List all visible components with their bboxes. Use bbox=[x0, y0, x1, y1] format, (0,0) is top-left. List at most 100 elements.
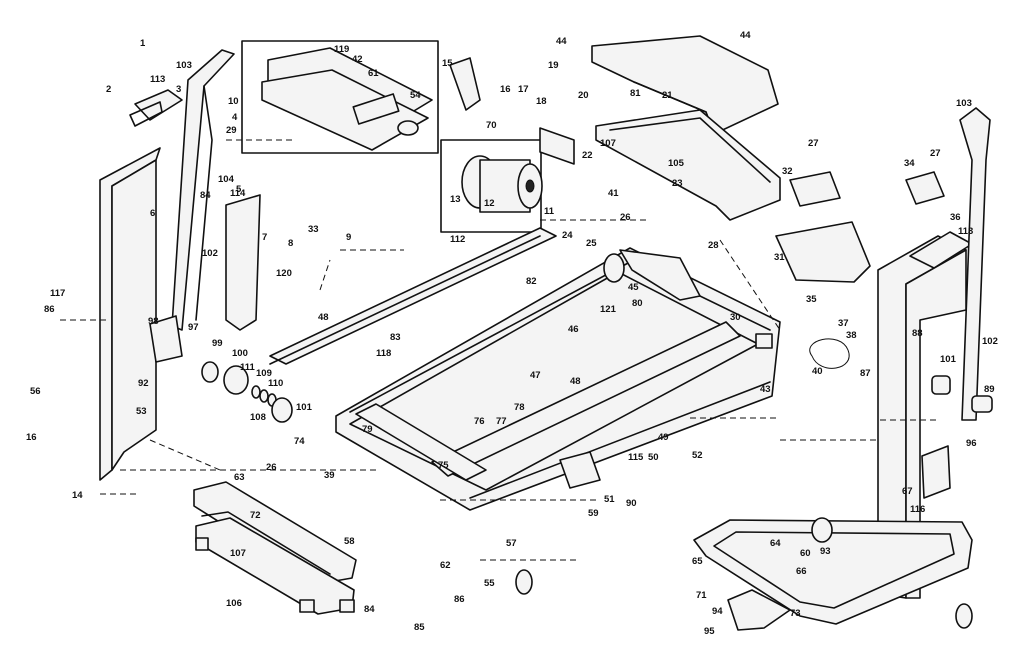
rear-roller-48 bbox=[431, 321, 741, 477]
part-label: 100 bbox=[232, 348, 248, 359]
part-label: 14 bbox=[72, 490, 83, 501]
part-label: 37 bbox=[838, 318, 849, 329]
left-roller-stack bbox=[149, 315, 293, 423]
base-frame bbox=[515, 517, 973, 631]
part-label: 48 bbox=[570, 376, 581, 387]
foot-pad-94 bbox=[727, 589, 791, 631]
part-label: 75 bbox=[438, 460, 449, 471]
part-label: 3 bbox=[176, 84, 181, 95]
part-label: 38 bbox=[846, 330, 857, 341]
part-label: 119 bbox=[334, 44, 349, 55]
part-label: 5 bbox=[236, 184, 242, 195]
drive-belt-15 bbox=[449, 57, 481, 111]
part-label: 29 bbox=[226, 125, 237, 136]
part-label: 11 bbox=[544, 206, 555, 217]
part-label: 25 bbox=[586, 238, 597, 249]
part-label: 92 bbox=[138, 378, 149, 389]
left-upright-assembly bbox=[99, 49, 261, 481]
part-label: 115 bbox=[628, 452, 644, 463]
wheel-101 bbox=[271, 397, 293, 423]
console-base bbox=[261, 69, 429, 151]
part-label: 9 bbox=[346, 232, 351, 243]
hood-bracket-105 bbox=[595, 109, 781, 221]
part-label: 98 bbox=[148, 316, 159, 327]
part-label: 44 bbox=[556, 36, 567, 47]
part-label: 86 bbox=[454, 594, 465, 605]
main-frame bbox=[335, 247, 781, 511]
part-label: 43 bbox=[760, 384, 771, 395]
part-label: 87 bbox=[860, 368, 871, 379]
part-label: 114 bbox=[230, 188, 246, 199]
part-label: 36 bbox=[950, 212, 961, 223]
part-label: 20 bbox=[578, 90, 589, 101]
part-label: 101 bbox=[940, 354, 957, 365]
part-label: 40 bbox=[812, 366, 823, 377]
power-cord-40 bbox=[809, 338, 850, 369]
caps-107 bbox=[195, 537, 209, 551]
part-label: 58 bbox=[344, 536, 355, 547]
right-handrail-103 bbox=[959, 107, 991, 421]
right-roller-101 bbox=[931, 375, 951, 395]
part-label: 103 bbox=[956, 98, 972, 109]
part-label: 34 bbox=[904, 158, 915, 169]
part-label: 4 bbox=[232, 112, 238, 123]
part-label: 104 bbox=[218, 174, 235, 185]
part-label: 76 bbox=[474, 416, 485, 427]
motor-shield-31 bbox=[775, 221, 871, 283]
right-pivot-bracket-97 bbox=[921, 445, 951, 499]
part-label: 103 bbox=[176, 60, 192, 71]
part-label: 117 bbox=[50, 288, 65, 299]
left-side-rail bbox=[269, 227, 557, 365]
part-label: 82 bbox=[526, 276, 537, 287]
part-label: 97 bbox=[188, 322, 199, 333]
incline-bracket-51 bbox=[559, 451, 601, 489]
part-label: 23 bbox=[672, 178, 683, 189]
part-label: 46 bbox=[568, 324, 579, 335]
part-label: 13 bbox=[450, 194, 461, 205]
part-label: 33 bbox=[308, 224, 319, 235]
part-label: 79 bbox=[362, 424, 373, 435]
part-label: 16 bbox=[26, 432, 37, 443]
part-label: 12 bbox=[484, 198, 495, 209]
part-label: 30 bbox=[730, 312, 741, 323]
part-label: 54 bbox=[410, 90, 421, 101]
part-label: 63 bbox=[234, 472, 245, 483]
part-label: 96 bbox=[966, 438, 977, 449]
part-label: 108 bbox=[250, 412, 266, 423]
part-label: 86 bbox=[44, 304, 55, 315]
part-label: 78 bbox=[514, 402, 525, 413]
part-label: 55 bbox=[484, 578, 495, 589]
part-label: 89 bbox=[984, 384, 995, 395]
motor-mount-45 bbox=[619, 249, 701, 301]
part-label: 57 bbox=[506, 538, 517, 549]
front-roller-80 bbox=[355, 403, 487, 481]
part-label: 50 bbox=[648, 452, 659, 463]
part-label: 64 bbox=[770, 538, 781, 549]
part-label: 102 bbox=[202, 248, 218, 259]
part-label: 53 bbox=[136, 406, 147, 417]
part-label: 93 bbox=[820, 546, 831, 557]
part-label: 45 bbox=[628, 282, 639, 293]
part-label: 84 bbox=[364, 604, 375, 615]
part-label: 42 bbox=[352, 54, 363, 65]
part-label: 10 bbox=[228, 96, 239, 107]
left-handrail-end bbox=[134, 89, 183, 121]
part-label: 99 bbox=[212, 338, 223, 349]
part-label: 113 bbox=[958, 226, 973, 237]
part-label: 80 bbox=[632, 298, 643, 309]
part-label: 60 bbox=[800, 548, 811, 559]
console-cup-holder bbox=[397, 120, 419, 136]
part-label: 31 bbox=[774, 252, 785, 263]
part-label: 28 bbox=[708, 240, 719, 251]
part-label: 8 bbox=[288, 238, 293, 249]
part-label: 16 bbox=[500, 84, 511, 95]
part-label: 52 bbox=[692, 450, 703, 461]
part-label: 48 bbox=[318, 312, 329, 323]
part-label: 106 bbox=[226, 598, 242, 609]
part-label: 95 bbox=[704, 626, 715, 637]
wheel-93b bbox=[955, 603, 973, 629]
part-label: 94 bbox=[712, 606, 723, 617]
part-label: 27 bbox=[930, 148, 941, 159]
part-label: 35 bbox=[806, 294, 817, 305]
wheel-100 bbox=[223, 365, 249, 395]
